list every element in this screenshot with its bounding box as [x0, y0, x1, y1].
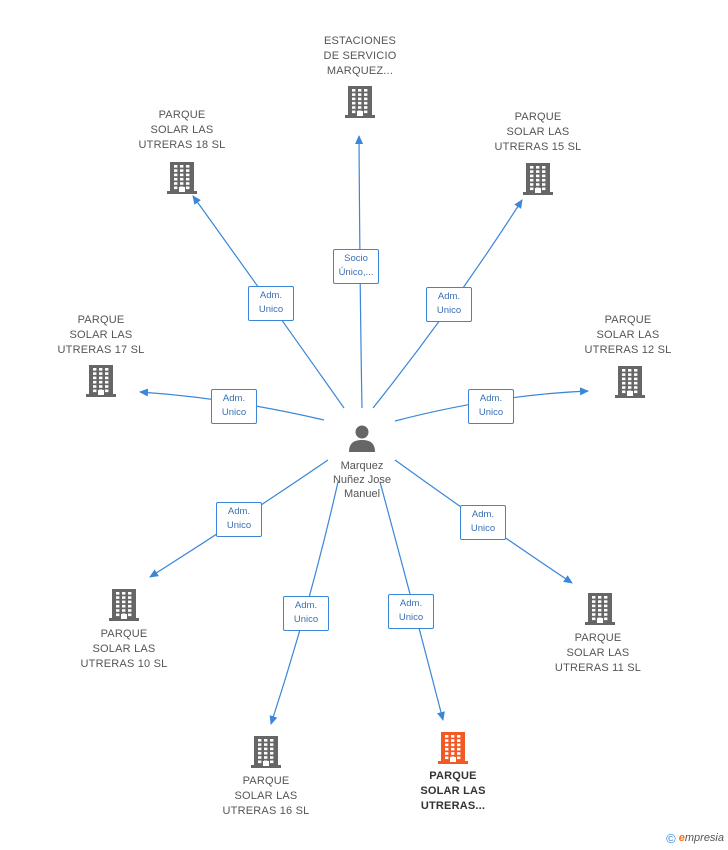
company-name-line: PARQUE	[429, 770, 477, 782]
company-name[interactable]: PARQUE SOLAR LAS UTRERAS 18 SL	[112, 108, 252, 153]
relation-label-line: Adm.	[222, 393, 246, 404]
company-name-line: UTRERAS 11 SL	[554, 662, 642, 674]
company-name-line: DE SERVICIO	[323, 50, 397, 62]
building-icon[interactable]	[437, 730, 469, 764]
company-name[interactable]: ESTACIONES DE SERVICIO MARQUEZ...	[290, 34, 430, 79]
building-icon[interactable]	[166, 160, 198, 194]
company-name-line: PARQUE	[158, 109, 206, 121]
building-icon[interactable]	[584, 591, 616, 625]
footer-brand[interactable]: © empresia	[666, 830, 724, 846]
company-name-line: UTRERAS 17 SL	[57, 344, 145, 356]
company-name-line: UTRERAS...	[420, 800, 486, 812]
company-name-line: PARQUE	[242, 775, 290, 787]
building-icon[interactable]	[614, 364, 646, 398]
relation-label-line: Adm.	[399, 598, 423, 609]
relation-label[interactable]: Adm. Unico	[460, 505, 506, 540]
relation-label-line: Unico	[436, 305, 462, 316]
copyright-symbol: ©	[666, 830, 676, 846]
relation-label[interactable]: Adm. Unico	[248, 286, 294, 321]
company-name-line: UTRERAS 16 SL	[222, 805, 310, 817]
relation-label-line: Socio	[344, 253, 368, 264]
relation-label-line: Unico	[478, 407, 504, 418]
company-name-line: SOLAR LAS	[150, 124, 214, 136]
building-icon[interactable]	[108, 587, 140, 621]
company-name-line: SOLAR LAS	[234, 790, 298, 802]
company-name-line: SOLAR LAS	[596, 329, 660, 341]
company-name-line: PARQUE	[514, 111, 562, 123]
person-icon	[349, 425, 375, 452]
brand-name: mpresia	[684, 832, 724, 844]
company-name-line: UTRERAS 12 SL	[584, 344, 672, 356]
company-name-line: PARQUE	[574, 632, 622, 644]
relation-label[interactable]: Adm. Unico	[211, 389, 257, 424]
relation-label[interactable]: Adm. Unico	[283, 596, 329, 631]
company-name-line: SOLAR LAS	[506, 126, 570, 138]
building-icon[interactable]	[522, 161, 554, 195]
company-name-line: SOLAR LAS	[420, 785, 486, 797]
brand-logo[interactable]: empresia	[679, 832, 724, 844]
company-name-line: PARQUE	[604, 314, 652, 326]
building-icon[interactable]	[85, 363, 117, 397]
relation-label-line: Unico	[398, 612, 424, 623]
center-label-line: Marquez	[340, 460, 384, 472]
company-name-line: MARQUEZ...	[326, 65, 394, 77]
company-name-line: UTRERAS 10 SL	[80, 658, 168, 670]
company-name-line: UTRERAS 15 SL	[494, 141, 582, 153]
company-name-line: SOLAR LAS	[92, 643, 156, 655]
company-name[interactable]: PARQUE SOLAR LAS UTRERAS 15 SL	[468, 110, 608, 155]
relation-label-line: Adm.	[259, 290, 283, 301]
relation-label-line: Único,...	[338, 267, 374, 278]
relation-label-line: Unico	[221, 407, 247, 418]
company-name-line: UTRERAS 18 SL	[138, 139, 226, 151]
relation-label[interactable]: Adm. Unico	[426, 287, 472, 322]
relation-label-line: Unico	[470, 523, 496, 534]
company-name-line: PARQUE	[77, 314, 125, 326]
company-name[interactable]: PARQUE SOLAR LAS UTRERAS 17 SL	[31, 313, 171, 358]
relation-label-line: Adm.	[479, 393, 503, 404]
relation-label[interactable]: Adm. Unico	[468, 389, 514, 424]
relation-label-line: Adm.	[437, 291, 461, 302]
company-name-line: SOLAR LAS	[566, 647, 630, 659]
company-name[interactable]: PARQUE SOLAR LAS UTRERAS...	[383, 769, 523, 814]
edge-estaciones	[355, 135, 364, 409]
brand-initial: e	[678, 832, 685, 844]
relation-label[interactable]: Adm. Unico	[388, 594, 434, 629]
company-name[interactable]: PARQUE SOLAR LAS UTRERAS 12 SL	[558, 313, 698, 358]
relation-label-line: Adm.	[227, 506, 251, 517]
relation-label[interactable]: Adm. Unico	[216, 502, 262, 537]
relation-label-line: Adm.	[294, 600, 318, 611]
relation-label-line: Unico	[258, 304, 284, 315]
building-icon[interactable]	[250, 734, 282, 768]
relation-label-line: Adm.	[471, 509, 495, 520]
building-icon[interactable]	[344, 84, 376, 118]
company-name[interactable]: PARQUE SOLAR LAS UTRERAS 10 SL	[54, 627, 194, 672]
center-label-line: Manuel	[343, 488, 381, 500]
company-name-line: ESTACIONES	[323, 35, 397, 47]
company-name-line: PARQUE	[100, 628, 148, 640]
company-name[interactable]: PARQUE SOLAR LAS UTRERAS 11 SL	[528, 631, 668, 676]
relation-label-line: Unico	[226, 520, 252, 531]
relation-label-line: Unico	[293, 614, 319, 625]
company-name-line: SOLAR LAS	[69, 329, 133, 341]
company-name[interactable]: PARQUE SOLAR LAS UTRERAS 16 SL	[196, 774, 336, 819]
center-person-label[interactable]: Marquez Nuñez Jose Manuel	[302, 459, 422, 501]
center-label-line: Nuñez Jose	[332, 474, 392, 486]
